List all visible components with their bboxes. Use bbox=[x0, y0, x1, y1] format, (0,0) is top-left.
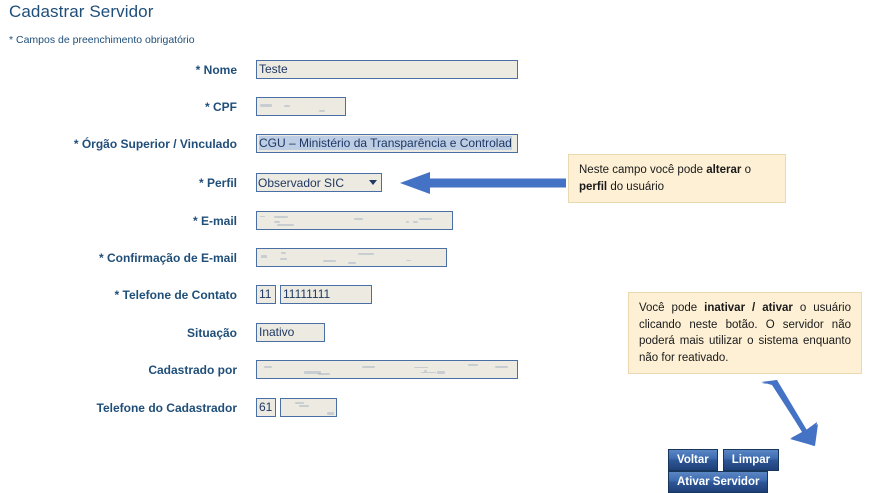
callout-perfil-text-1: Neste campo você pode bbox=[579, 164, 706, 176]
field-control-wrap: CGU – Ministério da Transparência e Cont… bbox=[256, 134, 518, 154]
field-label-wrap: * Perfil bbox=[0, 173, 237, 193]
field-label-wrap: Cadastrado por bbox=[0, 360, 237, 380]
callout-perfil-text-3: do usuário bbox=[607, 181, 664, 193]
field-label-wrap: * E-mail bbox=[0, 211, 237, 231]
form-row: * CPF bbox=[0, 97, 530, 119]
callout-perfil: Neste campo você pode alterar o perfil d… bbox=[568, 154, 786, 203]
field-label: * Perfil bbox=[0, 173, 237, 193]
form-row: * E-mail bbox=[0, 211, 530, 233]
form-row: Situação Inativo bbox=[0, 323, 530, 345]
field-control-wrap bbox=[256, 97, 346, 117]
form-row: * Órgão Superior / Vinculado CGU – Minist… bbox=[0, 134, 530, 156]
field-label: Cadastrado por bbox=[0, 360, 237, 380]
field-control-wrap bbox=[256, 248, 447, 268]
field-control-wrap bbox=[256, 211, 453, 231]
text-input[interactable]: Inativo bbox=[256, 323, 325, 342]
field-label: Situação bbox=[0, 323, 237, 343]
field-label-wrap: * Telefone de Contato bbox=[0, 285, 237, 305]
phone-number-input[interactable] bbox=[280, 398, 337, 417]
field-control-wrap: Teste bbox=[256, 60, 518, 80]
field-label-wrap: * Órgão Superior / Vinculado bbox=[0, 134, 237, 154]
perfil-dropdown-wrap[interactable]: Observador SIC bbox=[256, 173, 382, 192]
field-label: * E-mail bbox=[0, 211, 237, 231]
phone-ddd-input[interactable]: 61 bbox=[256, 398, 276, 417]
field-label-wrap: Telefone do Cadastrador bbox=[0, 398, 237, 418]
field-control-wrap: Observador SIC bbox=[256, 173, 382, 193]
field-label: Telefone do Cadastrador bbox=[0, 398, 237, 418]
field-control-wrap bbox=[256, 360, 518, 380]
field-label: * Confirmação de E-mail bbox=[0, 248, 237, 268]
callout-ativar-bold-inativar-ativar: inativar / ativar bbox=[704, 302, 793, 314]
field-label-wrap: * Confirmação de E-mail bbox=[0, 248, 237, 268]
callout-perfil-text-2: o bbox=[741, 164, 751, 176]
form-row: * Nome Teste bbox=[0, 60, 530, 82]
field-label: * CPF bbox=[0, 97, 237, 117]
callout-ativar-text-1: Você pode bbox=[639, 302, 704, 314]
limpar-button[interactable]: Limpar bbox=[723, 449, 779, 471]
callout-perfil-bold-perfil: perfil bbox=[579, 181, 607, 193]
field-label-wrap: Situação bbox=[0, 323, 237, 343]
arrow-down-icon bbox=[758, 380, 818, 446]
form-row: * Telefone de Contato 1111111111 bbox=[0, 285, 530, 307]
callout-perfil-bold-alterar: alterar bbox=[706, 164, 741, 176]
field-label: * Nome bbox=[0, 60, 237, 80]
field-control-wrap: Inativo bbox=[256, 323, 325, 343]
required-fields-note: * Campos de preenchimento obrigatório bbox=[9, 34, 195, 46]
field-label: * Telefone de Contato bbox=[0, 285, 237, 305]
text-input[interactable] bbox=[256, 360, 518, 379]
callout-ativar-servidor: Você pode inativar / ativar o usuário cl… bbox=[628, 292, 862, 374]
field-label-wrap: * Nome bbox=[0, 60, 237, 80]
text-input[interactable]: CGU – Ministério da Transparência e Cont… bbox=[256, 134, 518, 153]
form-row: * Confirmação de E-mail bbox=[0, 248, 530, 270]
form-row: Cadastrado por bbox=[0, 360, 530, 382]
cadastrar-servidor-page: Cadastrar Servidor * Campos de preenchim… bbox=[0, 0, 878, 478]
selected-text: CGU – Ministério da Transparência e Cont… bbox=[259, 136, 512, 150]
text-input[interactable] bbox=[256, 248, 447, 267]
form-row: Telefone do Cadastrador 61 bbox=[0, 398, 530, 420]
text-input[interactable] bbox=[256, 211, 453, 230]
phone-number-input[interactable]: 11111111 bbox=[280, 285, 372, 304]
ativar-servidor-button[interactable]: Ativar Servidor bbox=[668, 471, 768, 493]
field-label-wrap: * CPF bbox=[0, 97, 237, 117]
field-label: * Órgão Superior / Vinculado bbox=[0, 134, 237, 154]
perfil-select[interactable]: Observador SIC bbox=[256, 173, 382, 192]
arrow-left-icon bbox=[400, 172, 566, 194]
page-title: Cadastrar Servidor bbox=[9, 2, 153, 22]
voltar-button[interactable]: Voltar bbox=[668, 449, 718, 471]
field-control-wrap: 1111111111 bbox=[256, 285, 372, 305]
text-input[interactable]: Teste bbox=[256, 60, 518, 79]
field-control-wrap: 61 bbox=[256, 398, 337, 418]
phone-ddd-input[interactable]: 11 bbox=[256, 285, 276, 304]
form-button-bar: VoltarLimparAtivar Servidor bbox=[668, 449, 878, 471]
text-input[interactable] bbox=[256, 97, 346, 116]
